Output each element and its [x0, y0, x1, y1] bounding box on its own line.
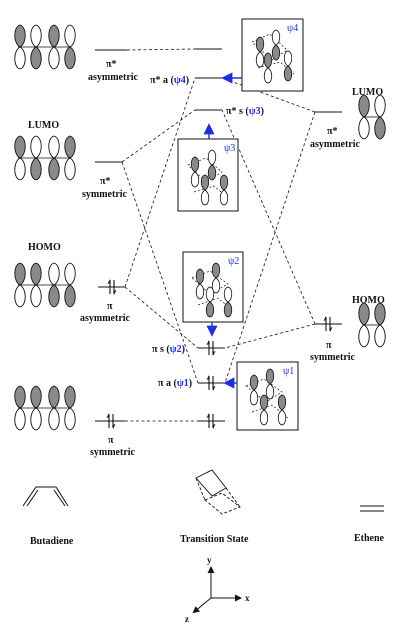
butadiene-orbital-psi1: [14, 385, 76, 431]
ethene-psi2-label-top: π*: [327, 126, 337, 137]
ts-box-psi4-label: ψ4: [287, 23, 298, 34]
ts-label-psi4: π* a (ψ4): [150, 75, 189, 86]
coordinate-axes: [192, 566, 242, 614]
transition-state-structure: [195, 469, 241, 515]
butadiene-psi1-label-bottom: symmetric: [90, 447, 136, 458]
butadiene-psi2-label-bottom: asymmetric: [80, 313, 131, 324]
ts-box-psi3-label: ψ3: [224, 143, 235, 154]
ethene-psi1-label-bottom: symmetric: [310, 352, 356, 363]
ts-box-psi3: ψ3: [177, 138, 239, 212]
axis-x-label: x: [245, 593, 250, 603]
ethene-psi2-label-bottom: asymmetric: [310, 139, 361, 150]
ethene-structure: [360, 505, 384, 512]
ts-label-psi3: π* s (ψ3): [226, 106, 264, 117]
butadiene-label: Butadiene: [30, 536, 74, 547]
butadiene-lumo-heading: LUMO: [28, 120, 59, 131]
butadiene-orbital-psi4: [14, 24, 76, 70]
ethene-homo-heading: HOMO: [352, 295, 385, 306]
butadiene-psi1-label-top: π: [108, 435, 114, 446]
butadiene-psi4-label-top: π*: [106, 59, 116, 70]
ethene-psi1-label-top: π: [326, 340, 332, 351]
butadiene-orbital-psi2: [14, 262, 76, 308]
ts-box-psi2-label: ψ2: [228, 256, 239, 267]
ethene-label: Ethene: [354, 533, 385, 544]
butadiene-psi3-label-bottom: symmetric: [82, 189, 128, 200]
ts-box-psi1: ψ1: [236, 361, 299, 431]
ts-label-psi2: π s (ψ2): [152, 344, 185, 355]
butadiene-homo-heading: HOMO: [28, 242, 61, 253]
transition-state-label: Transition State: [180, 534, 249, 545]
axis-y-label: y: [207, 555, 212, 565]
butadiene-orbital-psi3: [14, 135, 76, 181]
ethene-orbital-psi2: [358, 94, 386, 140]
ts-box-psi1-label: ψ1: [283, 366, 294, 377]
ts-label-psi1: π a (ψ1): [158, 378, 192, 389]
butadiene-structure: [22, 486, 69, 507]
axis-z-label: z: [185, 614, 189, 624]
butadiene-psi4-label-bottom: asymmetric: [88, 72, 139, 83]
ethene-orbital-psi1: [358, 302, 386, 348]
ts-box-psi2: ψ2: [182, 251, 244, 323]
ethene-lumo-heading: LUMO: [352, 87, 383, 98]
butadiene-psi2-label-top: π: [107, 301, 113, 312]
ts-box-psi4: ψ4: [241, 18, 304, 92]
butadiene-psi3-label-top: π*: [100, 176, 110, 187]
